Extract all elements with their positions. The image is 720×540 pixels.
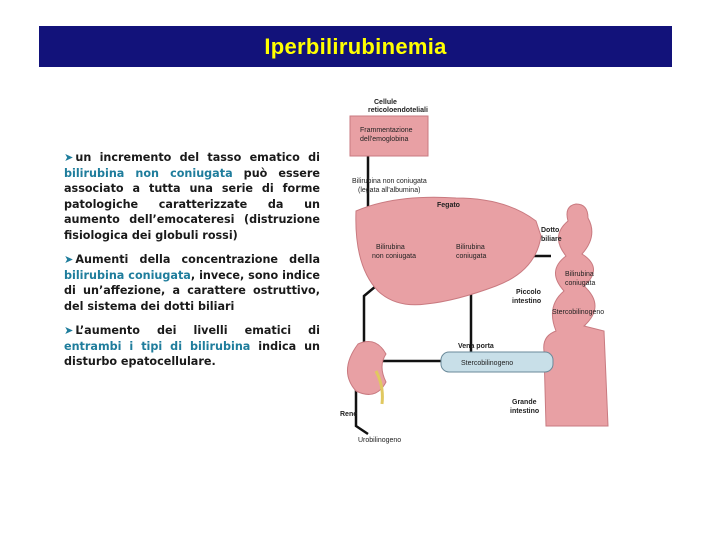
urobilinogen-label: Urobilinogeno bbox=[358, 437, 401, 444]
hemo-label-1: Frammentazione bbox=[360, 127, 413, 134]
reticuloendothelial-cells-box bbox=[349, 115, 429, 157]
paragraph-1-pre: un incremento del tasso ematico di bbox=[75, 151, 320, 164]
portal-vein-label: Vena porta bbox=[458, 343, 494, 350]
arrow-bullet-icon: ➤ bbox=[64, 151, 74, 164]
slide-title: Iperbilirubinemia bbox=[264, 33, 447, 59]
text-column: ➤un incremento del tasso ematico di bili… bbox=[64, 150, 320, 379]
intestine-bilirubin-label-1: Bilirubina bbox=[565, 271, 594, 278]
cells-label-2: reticoloendoteliali bbox=[368, 107, 428, 114]
large-intestine-label-1: Grande bbox=[512, 399, 537, 406]
portal-vein-tube bbox=[440, 351, 554, 373]
bilirubin-metabolism-diagram: Cellule reticoloendoteliali Frammentazio… bbox=[340, 99, 609, 444]
paragraph-2: ➤Aumenti della concentrazione della bili… bbox=[64, 252, 320, 314]
large-intestine-label-2: intestino bbox=[510, 408, 539, 415]
paragraph-3: ➤L’aumento dei livelli ematici di entram… bbox=[64, 323, 320, 370]
bilirubin-albumin-label-1: Bilirubina non coniugata bbox=[352, 178, 427, 185]
intestine-bilirubin-label-2: coniugata bbox=[565, 280, 595, 287]
cells-label-1: Cellule bbox=[374, 99, 397, 106]
hemo-label-2: dell'emoglobina bbox=[360, 136, 409, 143]
kidney-shape bbox=[347, 341, 387, 395]
title-bar: Iperbilirubinemia bbox=[39, 26, 672, 67]
paragraph-2-highlight: bilirubina coniugata bbox=[64, 268, 191, 282]
ureter-shape bbox=[374, 370, 384, 405]
liver-shape bbox=[355, 196, 542, 306]
paragraph-2-post: , invece, sono indice di un’affezione, a… bbox=[64, 268, 320, 313]
small-intestine-label-1: Piccolo bbox=[516, 289, 541, 296]
paragraph-2-pre: Aumenti della concentrazione della bbox=[75, 253, 320, 266]
liver-label: Fegato bbox=[437, 202, 460, 209]
kidney-label: Rene bbox=[340, 411, 357, 418]
conjugated-label-1: Bilirubina bbox=[456, 244, 485, 251]
paragraph-1-highlight: bilirubina non coniugata bbox=[64, 166, 233, 180]
paragraph-3-post: indica un disturbo epatocellulare. bbox=[64, 339, 321, 369]
arrow-bullet-icon: ➤ bbox=[64, 253, 74, 266]
unconjugated-label-2: non coniugata bbox=[372, 253, 416, 260]
bilirubin-albumin-label-2: (legata all'albumina) bbox=[358, 187, 420, 194]
bile-duct-label-2: biliare bbox=[541, 236, 562, 243]
paragraph-3-pre: L’aumento dei livelli ematici di bbox=[75, 324, 320, 337]
conjugated-label-2: coniugata bbox=[456, 253, 486, 260]
paragraph-1-post: può essere associato a tutta una serie d… bbox=[64, 166, 320, 242]
paragraph-3-highlight: entrambi i tipi di bilirubina bbox=[64, 339, 251, 353]
bile-duct-label-1: Dotto bbox=[541, 227, 559, 234]
unconjugated-label-1: Bilirubina bbox=[376, 244, 405, 251]
arrow-bullet-icon: ➤ bbox=[64, 324, 74, 337]
small-intestine-label-2: intestino bbox=[512, 298, 541, 305]
stercobilinogen-vein-label: Stercobilinogeno bbox=[461, 360, 513, 367]
intestine-shape bbox=[543, 203, 609, 427]
paragraph-1: ➤un incremento del tasso ematico di bili… bbox=[64, 150, 320, 243]
stercobilinogen-intestine-label: Stercobilinogeno bbox=[552, 309, 604, 316]
